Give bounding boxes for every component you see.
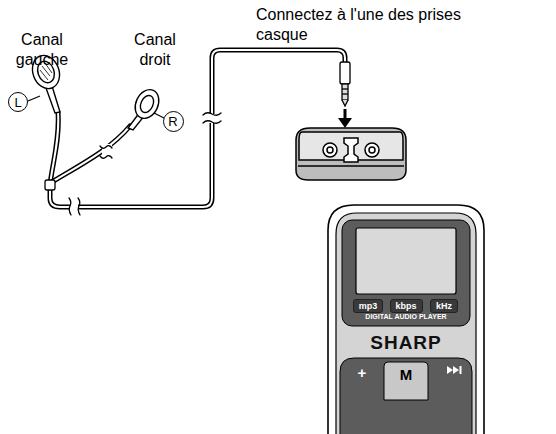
leader-line: [154, 113, 164, 118]
node-text: L: [14, 96, 21, 109]
node-text: R: [168, 115, 177, 128]
label-text: SHARP: [370, 332, 442, 353]
label-text: Connectez à l'une des prises casque: [256, 6, 461, 43]
display-indicator: kbps: [390, 299, 423, 313]
device-caption: DIGITAL AUDIO PLAYER: [342, 313, 470, 322]
callout-letter: L: [8, 92, 28, 112]
leader-line: [28, 96, 40, 101]
node-text: mp3: [359, 302, 378, 311]
node-text: M: [400, 367, 413, 382]
channel-label: Canal droit: [120, 30, 190, 70]
label-text: Canal droit: [134, 31, 176, 68]
right-earbud: [128, 86, 163, 130]
insert-arrow: [338, 109, 352, 128]
player-body: [328, 205, 484, 434]
label-text: DIGITAL AUDIO PLAYER: [365, 313, 446, 320]
plus-button: +: [353, 363, 371, 381]
node-text: kHz: [436, 302, 452, 311]
mode-button: M: [395, 365, 417, 383]
brand-logo: SHARP: [336, 331, 476, 355]
label-text: Canal gauche: [16, 31, 69, 68]
channel-label: Canal gauche: [2, 30, 82, 70]
instruction-note: Connectez à l'une des prises casque: [256, 5, 506, 45]
display-indicator: mp3: [353, 299, 383, 313]
node-text: +: [358, 365, 367, 380]
next-track-icon: [447, 366, 462, 374]
display-indicator: kHz: [430, 299, 458, 313]
headphone-plug: [340, 62, 350, 106]
player-top: [296, 128, 406, 180]
node-text: kbps: [395, 302, 416, 311]
callout-letter: R: [163, 111, 184, 132]
